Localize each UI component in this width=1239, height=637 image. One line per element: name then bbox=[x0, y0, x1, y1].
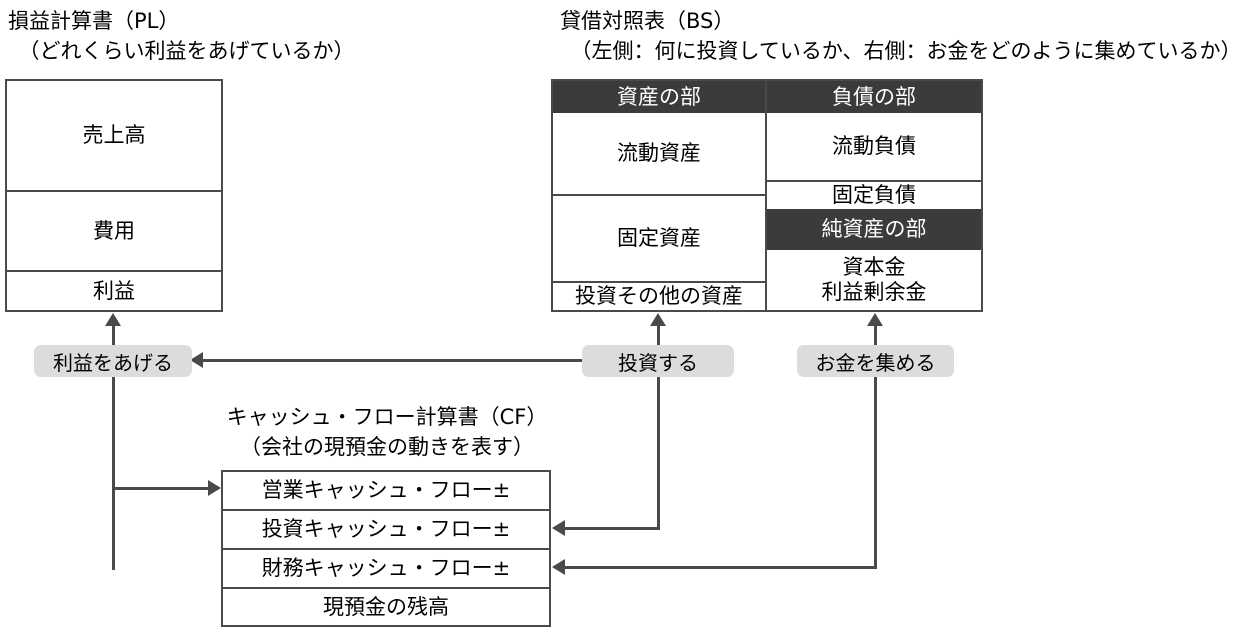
pl-row-expense-label: 費用 bbox=[93, 218, 135, 243]
cf-title: キャッシュ・フロー計算書（CF） （会社の現預金の動きを表す） bbox=[222, 402, 552, 462]
cf-row-cash-balance-label: 現預金の残高 bbox=[323, 594, 449, 619]
bs-left-header-label: 資産の部 bbox=[617, 84, 701, 109]
cf-row-financing-label: 財務キャッシュ・フロー± bbox=[261, 556, 511, 581]
pl-title: 損益計算書（PL） （どれくらい利益をあげているか） bbox=[8, 6, 355, 66]
chip-raise-money-label: お金を集める bbox=[815, 350, 936, 375]
pl-row-sales: 売上高 bbox=[7, 81, 221, 190]
pl-title-line2: （どれくらい利益をあげているか） bbox=[8, 39, 355, 63]
connector-invest-to-cf-investing bbox=[560, 527, 660, 530]
bs-right-row-current-liabilities-label: 流動負債 bbox=[832, 134, 916, 159]
bs-left-row-other-investments: 投資その他の資産 bbox=[553, 283, 765, 310]
arrow-raise-to-bs bbox=[867, 313, 883, 326]
connector-invest-vertical bbox=[657, 325, 660, 529]
cf-title-line1: キャッシュ・フロー計算書（CF） bbox=[226, 405, 548, 429]
bs-left-row-fixed-assets: 固定資産 bbox=[553, 196, 765, 281]
cf-title-line2: （会社の現預金の動きを表す） bbox=[240, 435, 534, 459]
bs-equity-retained-earnings-label: 利益剰余金 bbox=[821, 280, 927, 304]
bs-title-line2: （左側：何に投資しているか、右側：お金をどのように集めているか） bbox=[560, 39, 1239, 63]
bs-right-row-fixed-liabilities-label: 固定負債 bbox=[832, 182, 916, 207]
bs-right-row-current-liabilities: 流動負債 bbox=[767, 113, 981, 180]
pl-divider-1 bbox=[7, 190, 221, 192]
pl-row-expense: 費用 bbox=[7, 192, 221, 270]
bs-equity-header-label: 純資産の部 bbox=[821, 217, 927, 242]
bs-equity-capital-label: 資本金 bbox=[842, 255, 906, 280]
arrow-invest-to-profit bbox=[190, 352, 203, 368]
bs-column-divider bbox=[765, 81, 767, 310]
bs-right-row-fixed-liabilities: 固定負債 bbox=[767, 182, 981, 208]
cf-table: 営業キャッシュ・フロー± 投資キャッシュ・フロー± 財務キャッシュ・フロー± 現… bbox=[221, 470, 551, 627]
arrow-profit-to-pl bbox=[105, 313, 121, 326]
chip-raise-money[interactable]: お金を集める bbox=[797, 345, 954, 377]
bs-left-row-fixed-assets-label: 固定資産 bbox=[617, 226, 701, 251]
connector-raise-vertical bbox=[874, 325, 877, 568]
bs-right-header-label: 負債の部 bbox=[832, 84, 916, 109]
cf-row-investing: 投資キャッシュ・フロー± bbox=[223, 511, 549, 548]
pl-row-profit: 利益 bbox=[7, 272, 221, 310]
bs-equity-header: 純資産の部 bbox=[767, 209, 981, 250]
chip-profit[interactable]: 利益をあげる bbox=[34, 345, 192, 377]
bs-equity-rows: 資本金利益剰余金 bbox=[767, 250, 981, 310]
bs-left-row-current-assets-label: 流動資産 bbox=[617, 141, 701, 166]
pl-row-sales-label: 売上高 bbox=[82, 123, 146, 148]
connector-raise-to-cf-financing bbox=[560, 566, 877, 569]
cf-row-operating-label: 営業キャッシュ・フロー± bbox=[261, 478, 511, 503]
bs-right-divider-1 bbox=[767, 180, 981, 182]
pl-title-line1: 損益計算書（PL） bbox=[8, 9, 180, 33]
bs-left-header: 資産の部 bbox=[553, 81, 765, 113]
cf-row-investing-label: 投資キャッシュ・フロー± bbox=[261, 517, 511, 542]
bs-table: 資産の部 流動資産 固定資産 投資その他の資産 負債の部 流動負債 固定負債 純… bbox=[551, 79, 983, 312]
pl-table: 売上高 費用 利益 bbox=[5, 79, 223, 312]
bs-left-row-current-assets: 流動資産 bbox=[553, 113, 765, 194]
arrow-profit-to-cf-operating bbox=[208, 480, 221, 496]
chip-invest-label: 投資する bbox=[618, 350, 698, 375]
pl-row-profit-label: 利益 bbox=[93, 278, 135, 303]
cf-row-cash-balance: 現預金の残高 bbox=[223, 589, 549, 625]
bs-left-divider-1 bbox=[553, 194, 765, 196]
bs-title-line1: 貸借対照表（BS） bbox=[560, 9, 735, 33]
arrow-invest-to-cf-investing bbox=[552, 520, 565, 536]
connector-profit-to-cf-operating bbox=[112, 487, 212, 490]
connector-invest-to-profit bbox=[198, 359, 583, 362]
bs-left-divider-2 bbox=[553, 281, 765, 283]
connector-profit-vertical bbox=[112, 325, 115, 570]
bs-title: 貸借対照表（BS） （左側：何に投資しているか、右側：お金をどのように集めている… bbox=[560, 6, 1239, 66]
chip-invest[interactable]: 投資する bbox=[582, 345, 734, 377]
arrow-invest-to-bs bbox=[650, 313, 666, 326]
cf-row-operating: 営業キャッシュ・フロー± bbox=[223, 472, 549, 509]
cf-row-financing: 財務キャッシュ・フロー± bbox=[223, 550, 549, 587]
cf-divider-3 bbox=[223, 587, 549, 589]
bs-right-header: 負債の部 bbox=[767, 81, 981, 113]
chip-profit-label: 利益をあげる bbox=[53, 350, 173, 375]
pl-divider-2 bbox=[7, 270, 221, 272]
cf-divider-2 bbox=[223, 548, 549, 550]
cf-divider-1 bbox=[223, 509, 549, 511]
arrow-raise-to-cf-financing bbox=[552, 559, 565, 575]
bs-left-row-other-investments-label: 投資その他の資産 bbox=[575, 284, 743, 309]
